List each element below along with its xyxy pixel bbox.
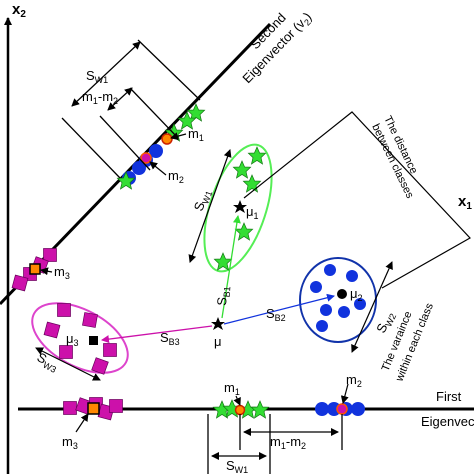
first-eigenvector-label-2: Eigenvector — [421, 414, 474, 429]
green-mu1-label: μ1 — [246, 204, 259, 221]
proj2-m3-marker — [29, 263, 41, 275]
proj1-m1-label: m1 — [224, 380, 240, 397]
overall-mean-label: μ — [214, 334, 222, 349]
blue-mu2-marker — [337, 289, 347, 299]
proj1-m3-pointer — [75, 413, 89, 433]
overall-mean-marker — [211, 317, 225, 330]
proj1-brackets — [207, 414, 343, 474]
proj1-m3-marker — [87, 402, 100, 415]
proj1-m2-label: m2 — [346, 372, 362, 389]
proj2-m3-label: m3 — [54, 264, 70, 281]
proj2-sw1-label: SW1 — [86, 68, 108, 85]
proj2-m3-pointer — [40, 267, 53, 276]
proj2-m1-label: m1 — [188, 126, 204, 143]
y-axis-label: x2 — [12, 1, 26, 20]
proj2-m2-marker — [140, 152, 152, 164]
magenta-sw3-label: SW3 — [34, 349, 62, 374]
sb2-label: SB2 — [266, 306, 286, 323]
proj1-m3-label: m3 — [62, 434, 78, 451]
x-axis-label: x1 — [458, 193, 472, 212]
blue-sw2-arrow — [351, 261, 393, 353]
proj1-m2-marker — [336, 403, 348, 415]
blue-mu2-label: μ2 — [350, 286, 363, 303]
sb1-arrow — [221, 215, 241, 319]
magenta-mu3-marker — [89, 336, 98, 345]
proj2-m1m2-label: m1-m2 — [82, 89, 118, 106]
proj2-m1-marker — [161, 133, 173, 145]
sb1-label: SB1 — [214, 286, 232, 307]
proj2-m1-pointer — [170, 132, 187, 141]
sb3-label: SB3 — [160, 330, 180, 347]
blue-class-circles — [310, 264, 366, 332]
magenta-mu3-label: μ3 — [66, 331, 79, 348]
green-sw1-arrow — [188, 149, 232, 263]
sb2-arrow — [223, 293, 335, 325]
green-sw1-label: SW1 — [191, 187, 215, 214]
proj1-m1m2-label: m1-m2 — [270, 434, 306, 451]
first-eigenvector-label-1: First — [436, 389, 462, 404]
sb3-arrow — [101, 325, 213, 344]
proj2-sw1-bracket — [61, 39, 201, 179]
distance-annotation-line — [243, 111, 471, 289]
magenta-sw3-arrow — [35, 347, 101, 381]
proj1-m2-pointer — [340, 383, 349, 404]
proj2-m2-pointer — [149, 161, 167, 176]
proj2-m2-label: m2 — [168, 168, 184, 185]
proj1-m1-marker — [234, 404, 246, 416]
proj1-m1-pointer — [233, 395, 241, 406]
proj1-sw1-label: SW1 — [226, 458, 248, 474]
green-mu1-marker — [233, 200, 247, 213]
blue-class-ellipse — [299, 257, 377, 343]
